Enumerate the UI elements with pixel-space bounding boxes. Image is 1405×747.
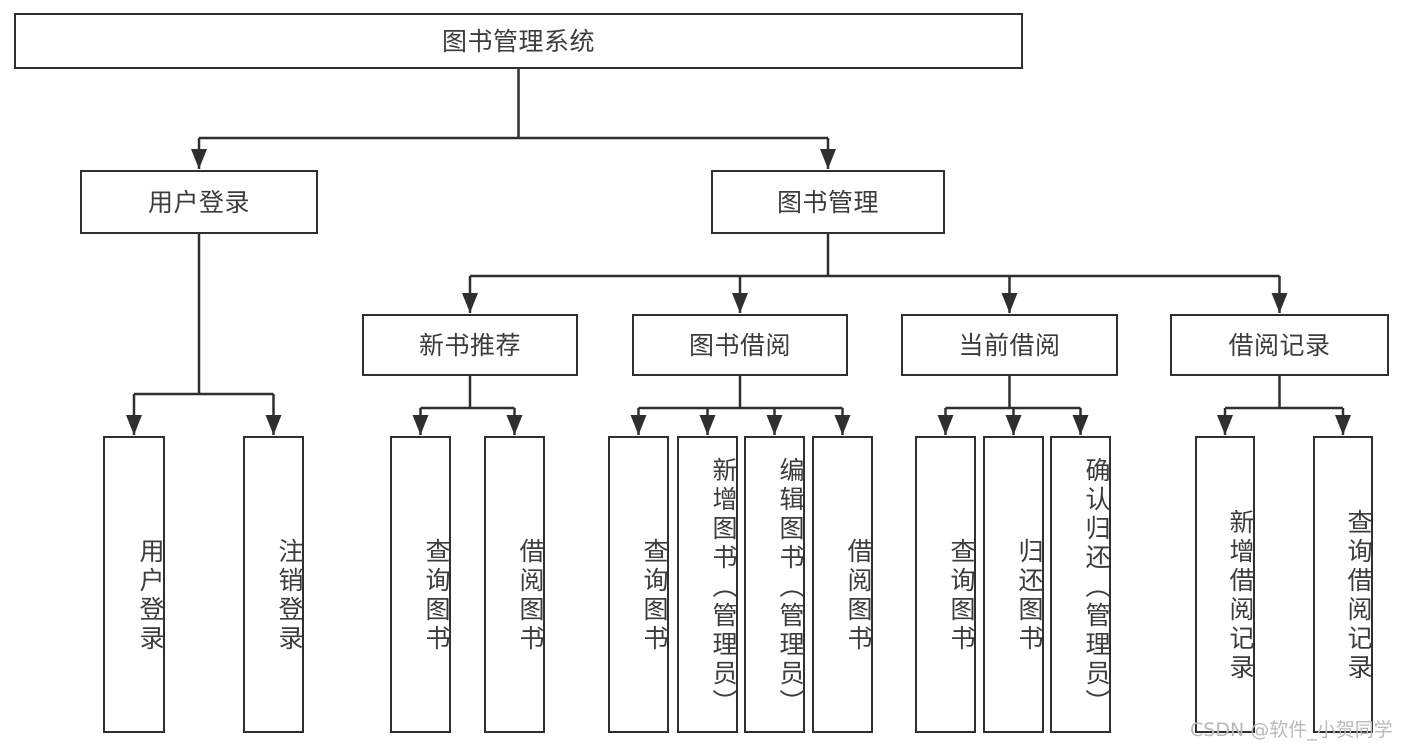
node-label: 借阅图书 [844, 537, 873, 654]
node-label: 用户登录 [147, 187, 250, 217]
node-label: 新增图书（管理员） [709, 457, 738, 718]
node-label: 借阅记录 [1228, 330, 1331, 360]
node-label: 图书管理系统 [441, 26, 595, 56]
leaf-node-query-book-borrow[interactable]: 查询图书 [608, 436, 669, 733]
leaf-node-return-book[interactable]: 归还图书 [983, 436, 1044, 733]
node-book-manage[interactable]: 图书管理 [711, 170, 945, 234]
leaf-node-logout-login[interactable]: 注销登录 [243, 436, 304, 733]
node-new-book-recommend[interactable]: 新书推荐 [362, 314, 578, 376]
leaf-node-confirm-return-admin[interactable]: 确认归还（管理员） [1050, 436, 1111, 733]
node-book-management-system[interactable]: 图书管理系统 [14, 13, 1023, 69]
node-label: 查询借阅记录 [1344, 508, 1373, 683]
leaf-node-edit-book-admin[interactable]: 编辑图书（管理员） [744, 436, 805, 733]
leaf-node-borrow-book[interactable]: 借阅图书 [812, 436, 873, 733]
leaf-node-query-borrow-record[interactable]: 查询借阅记录 [1313, 436, 1373, 733]
leaf-node-add-book-admin[interactable]: 新增图书（管理员） [677, 436, 738, 733]
node-label: 查询图书 [947, 537, 976, 654]
node-label: 当前借阅 [958, 330, 1061, 360]
node-borrow-record[interactable]: 借阅记录 [1170, 314, 1389, 376]
node-label: 查询图书 [640, 537, 669, 654]
node-current-borrow[interactable]: 当前借阅 [901, 314, 1118, 376]
leaf-node-query-book-recommend[interactable]: 查询图书 [390, 436, 451, 733]
node-book-borrow[interactable]: 图书借阅 [632, 314, 848, 376]
node-label: 图书管理 [776, 187, 879, 217]
node-label: 归还图书 [1015, 537, 1044, 654]
node-user-login[interactable]: 用户登录 [80, 170, 318, 234]
node-label: 新书推荐 [418, 330, 521, 360]
node-label: 新增借阅记录 [1226, 508, 1255, 683]
leaf-node-user-login[interactable]: 用户登录 [103, 436, 165, 733]
node-label: 确认归还（管理员） [1082, 457, 1111, 718]
node-label: 注销登录 [275, 537, 304, 654]
leaf-node-add-borrow-record[interactable]: 新增借阅记录 [1195, 436, 1255, 733]
leaf-node-borrow-book-recommend[interactable]: 借阅图书 [484, 436, 545, 733]
node-label: 用户登录 [136, 537, 165, 654]
node-label: 编辑图书（管理员） [776, 457, 805, 718]
node-label: 查询图书 [422, 537, 451, 654]
leaf-node-query-book-current[interactable]: 查询图书 [915, 436, 976, 733]
node-label: 图书借阅 [688, 330, 791, 360]
csdn-watermark: CSDN @软件_小贺同学 [1190, 719, 1393, 741]
node-label: 借阅图书 [516, 537, 545, 654]
